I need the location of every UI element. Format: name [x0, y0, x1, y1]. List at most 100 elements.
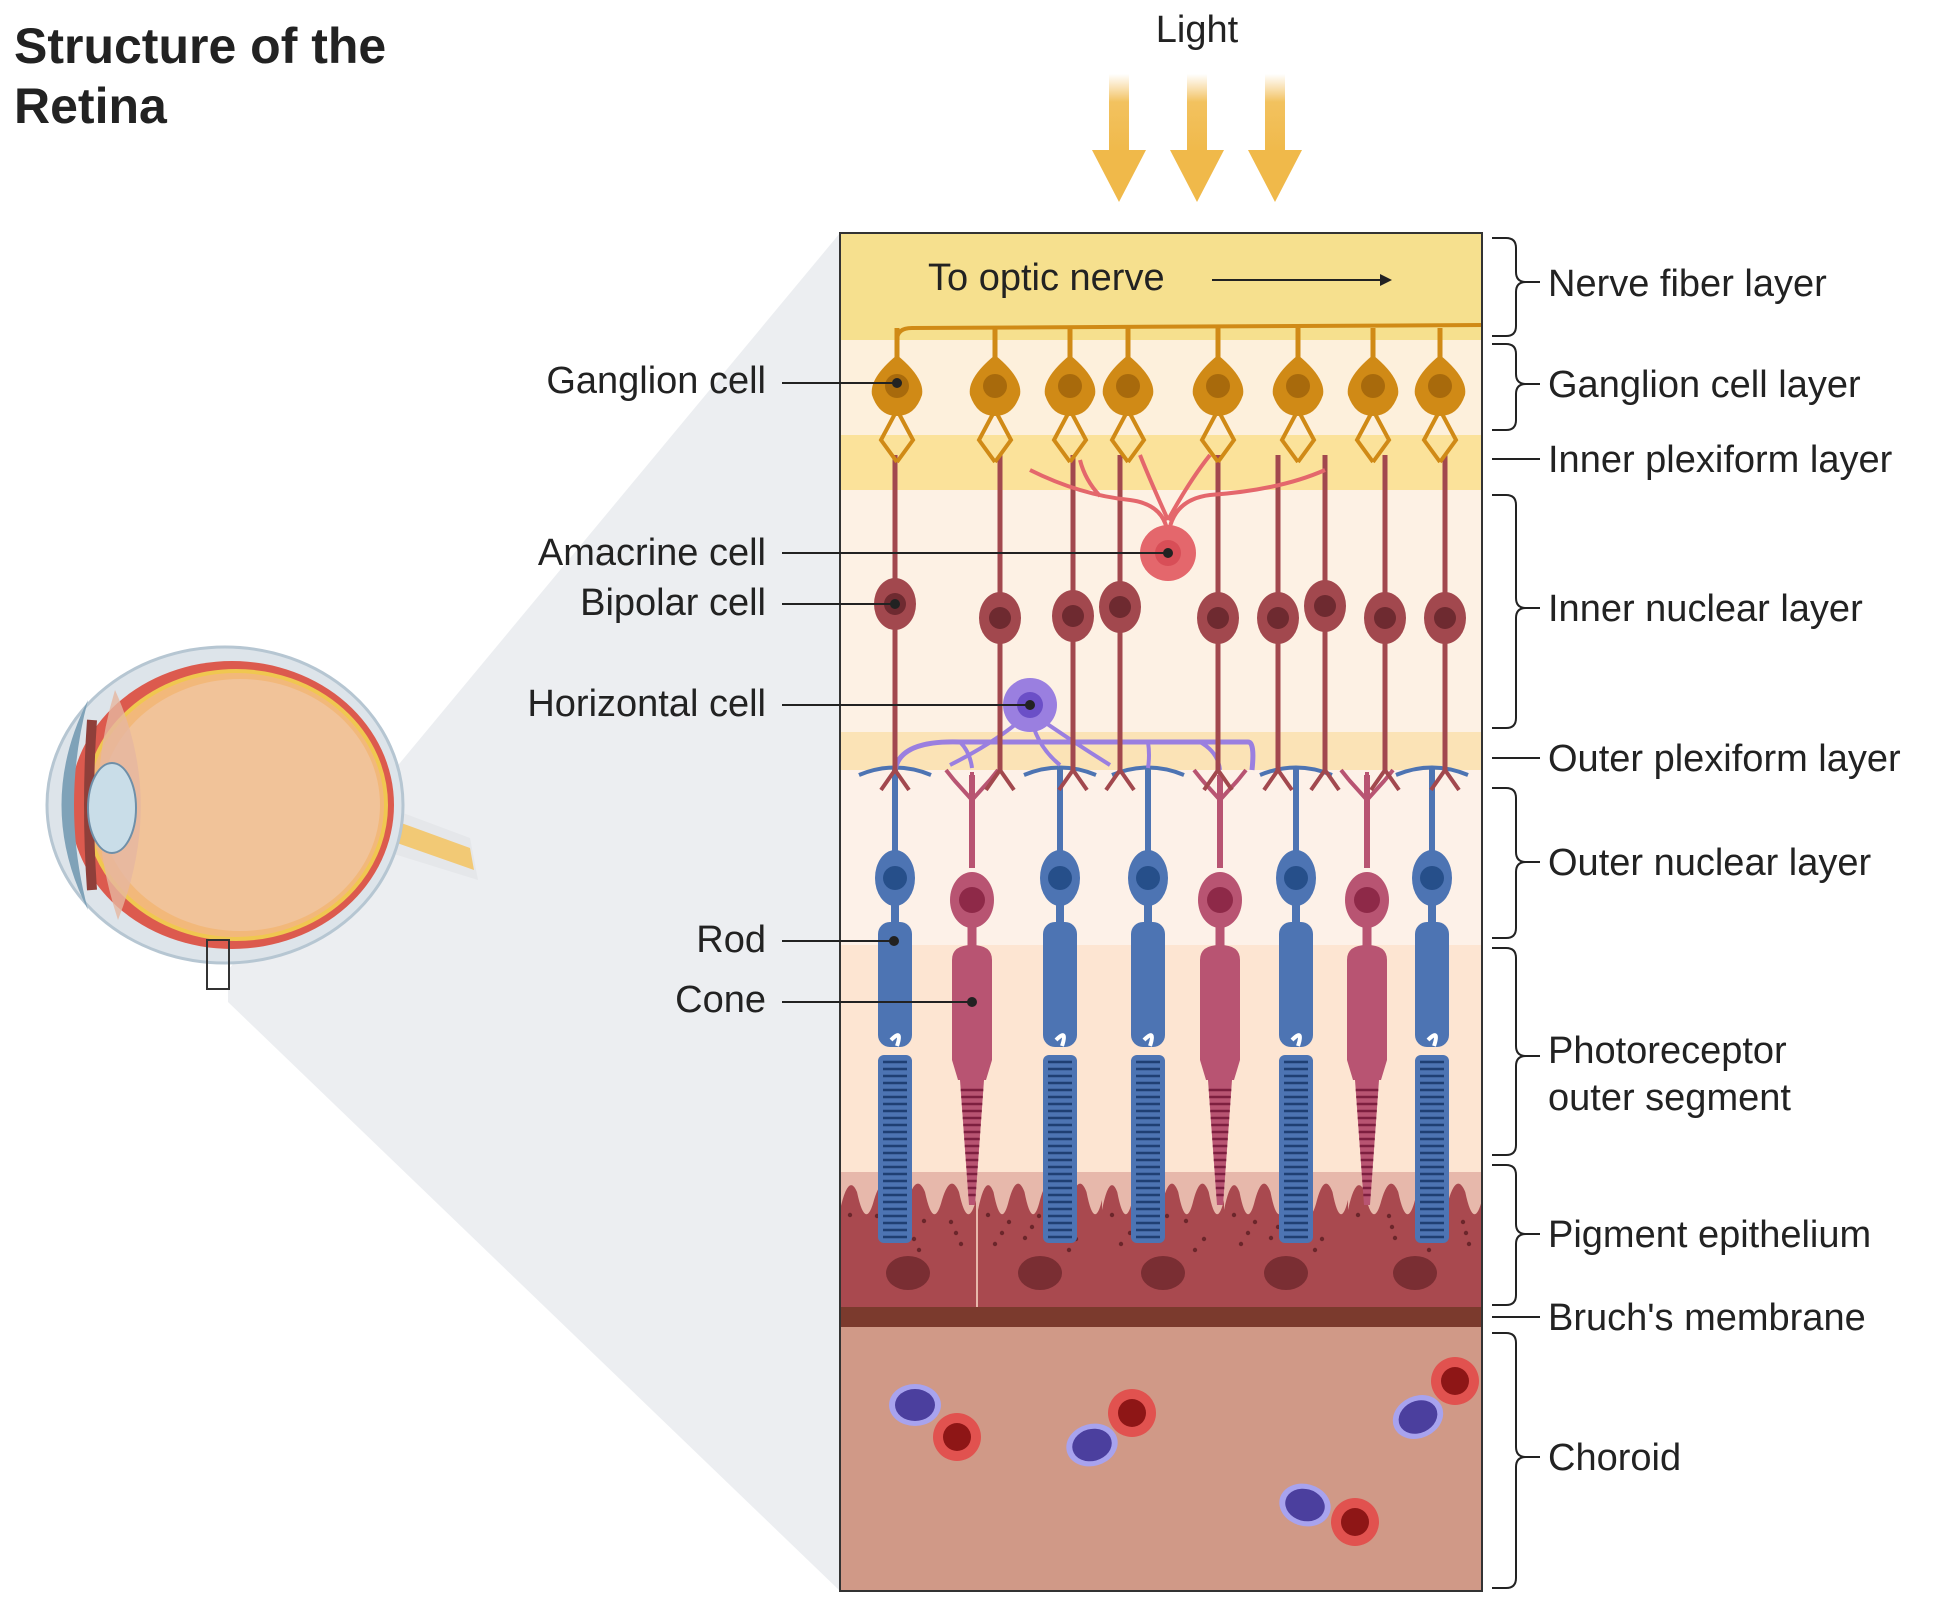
horizontal-dendrite	[949, 710, 1222, 771]
ganglion-dendrite	[1199, 409, 1237, 464]
ganglion-cell-label: Ganglion cell	[546, 360, 766, 402]
light-arrow	[1092, 74, 1146, 202]
bipolar-dendrite	[1369, 768, 1401, 792]
pigment-granule	[1386, 1213, 1392, 1219]
photoreceptor-label-line1: Photoreceptor	[1548, 1030, 1787, 1072]
pigment-granule	[1164, 1213, 1170, 1219]
pigment-granule	[1426, 1247, 1432, 1253]
white-blood-cell-nucleus	[895, 1389, 935, 1421]
leader-dots	[889, 378, 1173, 1007]
ganglion-nucleus	[1361, 374, 1385, 398]
cone-nucleus	[1354, 887, 1380, 913]
photoreceptor-label-line2: outer segment	[1548, 1077, 1791, 1119]
pigment-cell	[840, 1183, 976, 1307]
pigment-granule	[1245, 1230, 1251, 1236]
ganglion-nucleus	[1116, 374, 1140, 398]
cone-pedicle	[1192, 768, 1248, 802]
rod-inner-segment	[1043, 922, 1077, 1047]
light-arrows	[1092, 74, 1302, 202]
leader-lines	[782, 382, 1168, 1003]
pigment-granule	[1238, 1241, 1244, 1247]
amacrine-cell-label: Amacrine cell	[538, 532, 766, 574]
bipolar-dendrite	[1309, 768, 1341, 792]
bipolar-dendrite	[1262, 768, 1294, 792]
pigment-granule	[1312, 1247, 1318, 1253]
bipolar-dendrite	[984, 768, 1016, 792]
ganglion-dendrite	[976, 409, 1014, 464]
pigment-granule	[1252, 1219, 1258, 1225]
rod-nucleus	[883, 866, 907, 890]
ganglion-nucleus	[1428, 374, 1452, 398]
ganglion-dendrite	[1279, 409, 1317, 464]
pigment-granule	[953, 1230, 959, 1236]
bipolar-nucleus	[1267, 607, 1289, 629]
rod-nucleus	[1048, 866, 1072, 890]
ganglion-dendrite	[878, 409, 916, 464]
pigment-granule	[1392, 1235, 1398, 1241]
pigment-granule	[1183, 1218, 1189, 1224]
rod-synapse	[1023, 765, 1097, 777]
ganglion-nucleus	[1286, 374, 1310, 398]
ganglion-cell-brace	[1492, 343, 1540, 431]
rod-cilium	[1290, 1033, 1302, 1047]
bipolar-nucleus	[1314, 595, 1336, 617]
inner-nuclear-layer-label: Inner nuclear layer	[1548, 588, 1863, 630]
amacrine-dendrite	[1029, 453, 1326, 541]
pigment-granule	[1118, 1241, 1124, 1247]
pigment-granule	[1022, 1235, 1028, 1241]
retina-panel-border	[839, 232, 1483, 1592]
bruchs-membrane-label: Bruch's membrane	[1548, 1297, 1866, 1339]
cone-label: Cone	[675, 979, 766, 1021]
white-blood-cell-nucleus	[1072, 1428, 1112, 1462]
eye-vitreous	[100, 679, 380, 931]
ganglion-dendrite	[1051, 409, 1089, 464]
rod-cilium	[1142, 1033, 1154, 1047]
light-label: Light	[1156, 9, 1239, 51]
pigment-granule	[1466, 1241, 1472, 1247]
bipolar-dendrite	[879, 768, 911, 792]
cone-ellipsoid	[1347, 1060, 1387, 1080]
bipolar-dendrite	[1104, 768, 1136, 792]
inner-plexiform-layer-label: Inner plexiform layer	[1548, 439, 1893, 481]
white-blood-cell-nucleus	[1285, 1488, 1325, 1522]
bipolar-dendrite	[1429, 768, 1461, 792]
rod-nucleus	[1136, 866, 1160, 890]
cone-inner-segment	[1200, 945, 1240, 1060]
eye-lens	[87, 762, 137, 854]
ganglion-dendrite	[1354, 409, 1392, 464]
pigment-granule	[1036, 1213, 1042, 1219]
ganglion-dendrite	[1109, 409, 1147, 464]
zoom-wedge	[228, 233, 840, 1591]
pigment-granule	[1460, 1219, 1466, 1225]
nerve-fiber-band	[840, 233, 1482, 340]
cone-pedicle	[944, 768, 1000, 802]
pigment-granule	[916, 1247, 922, 1253]
white-blood-cell-nucleus	[1398, 1400, 1438, 1434]
horizontal-process	[892, 739, 1256, 771]
ganglion-cell-layer-label: Ganglion cell layer	[1548, 364, 1861, 406]
pigment-granule	[911, 1236, 917, 1242]
red-blood-cell-center	[1118, 1399, 1146, 1427]
pigment-granule	[1109, 1212, 1115, 1218]
page-title: Structure of the Retina	[14, 16, 386, 136]
pigment-granule	[948, 1219, 954, 1225]
bruchs-membrane-band	[840, 1307, 1482, 1327]
outer-plexiform-layer-label: Outer plexiform layer	[1548, 738, 1901, 780]
ganglion-nucleus	[1058, 374, 1082, 398]
ganglion-dendrite	[1421, 409, 1459, 464]
title-line-2: Retina	[14, 78, 167, 134]
rod-inner-segment	[878, 922, 912, 1047]
rod-cilium	[1054, 1033, 1066, 1047]
pigment-nucleus	[1018, 1256, 1062, 1290]
rod-synapse	[1395, 765, 1469, 777]
pigment-granule	[1389, 1224, 1395, 1230]
pigment-granule	[1463, 1230, 1469, 1236]
ganglion-nucleus	[983, 374, 1007, 398]
bipolar-nucleus	[1109, 596, 1131, 618]
light-arrow	[1170, 74, 1224, 202]
rod-inner-segment	[1415, 922, 1449, 1047]
pigment-nucleus	[886, 1256, 930, 1290]
pigment-granule	[985, 1212, 991, 1218]
cone-ellipsoid	[952, 1060, 992, 1080]
red-blood-cell-center	[1441, 1367, 1469, 1395]
